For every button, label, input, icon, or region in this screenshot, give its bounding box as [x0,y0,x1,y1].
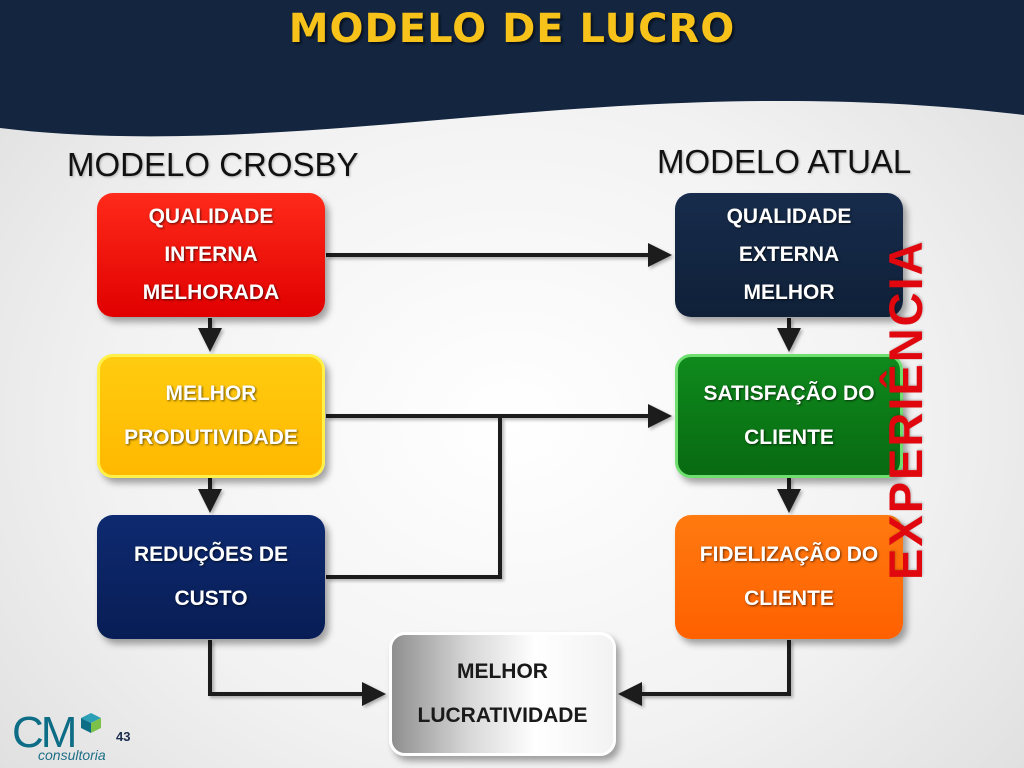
left-column-heading: MODELO CROSBY [67,146,359,183]
box-melhor-produtividade: MELHOR PRODUTIVIDADE [97,354,325,478]
box-satisfacao-cliente: SATISFAÇÃO DO CLIENTE [675,354,903,478]
right-column-heading: MODELO ATUAL [657,143,912,180]
box-line: SATISFAÇÃO DO [703,382,875,405]
box-line: PRODUTIVIDADE [124,426,298,449]
header-band [0,0,1024,137]
box-line: CLIENTE [744,587,834,610]
box-line: QUALIDADE [726,205,852,228]
page-number: 43 [116,729,131,744]
box-fidelizacao-cliente: FIDELIZAÇÃO DO CLIENTE [675,515,903,639]
box-qualidade-interna: QUALIDADE INTERNA MELHORADA [97,193,325,317]
experiencia-label: EXPERIÊNCIA [879,239,932,580]
slide-title: MODELO DE LUCRO [288,6,736,52]
arrow-fidelizacao-to-lucratividade [618,640,791,706]
box-line: INTERNA [164,243,258,266]
logo-subtitle: consultoria [38,747,106,763]
box-melhor-lucratividade: MELHOR LUCRATIVIDADE [389,632,616,756]
box-line: REDUÇÕES DE [133,543,289,566]
box-line: FIDELIZAÇÃO DO [699,543,879,566]
box-line: QUALIDADE [148,205,274,228]
arrow-reducoes-to-lucratividade [208,640,386,706]
box-reducoes-custo: REDUÇÕES DE CUSTO [97,515,325,639]
logo-cube-icon [81,713,101,733]
box-line: MELHOR [456,660,548,683]
logo-text: CM [12,708,77,757]
box-line: MELHOR [165,382,257,405]
box-line: EXTERNA [738,243,840,266]
box-line: MELHOR [743,281,835,304]
box-line: LUCRATIVIDADE [417,704,588,727]
box-line: MELHORADA [142,281,280,304]
line-reducoes-to-satisfacao [326,416,502,579]
box-line: CLIENTE [744,426,834,449]
box-line: CUSTO [174,587,248,610]
box-qualidade-externa: QUALIDADE EXTERNA MELHOR [675,193,903,317]
